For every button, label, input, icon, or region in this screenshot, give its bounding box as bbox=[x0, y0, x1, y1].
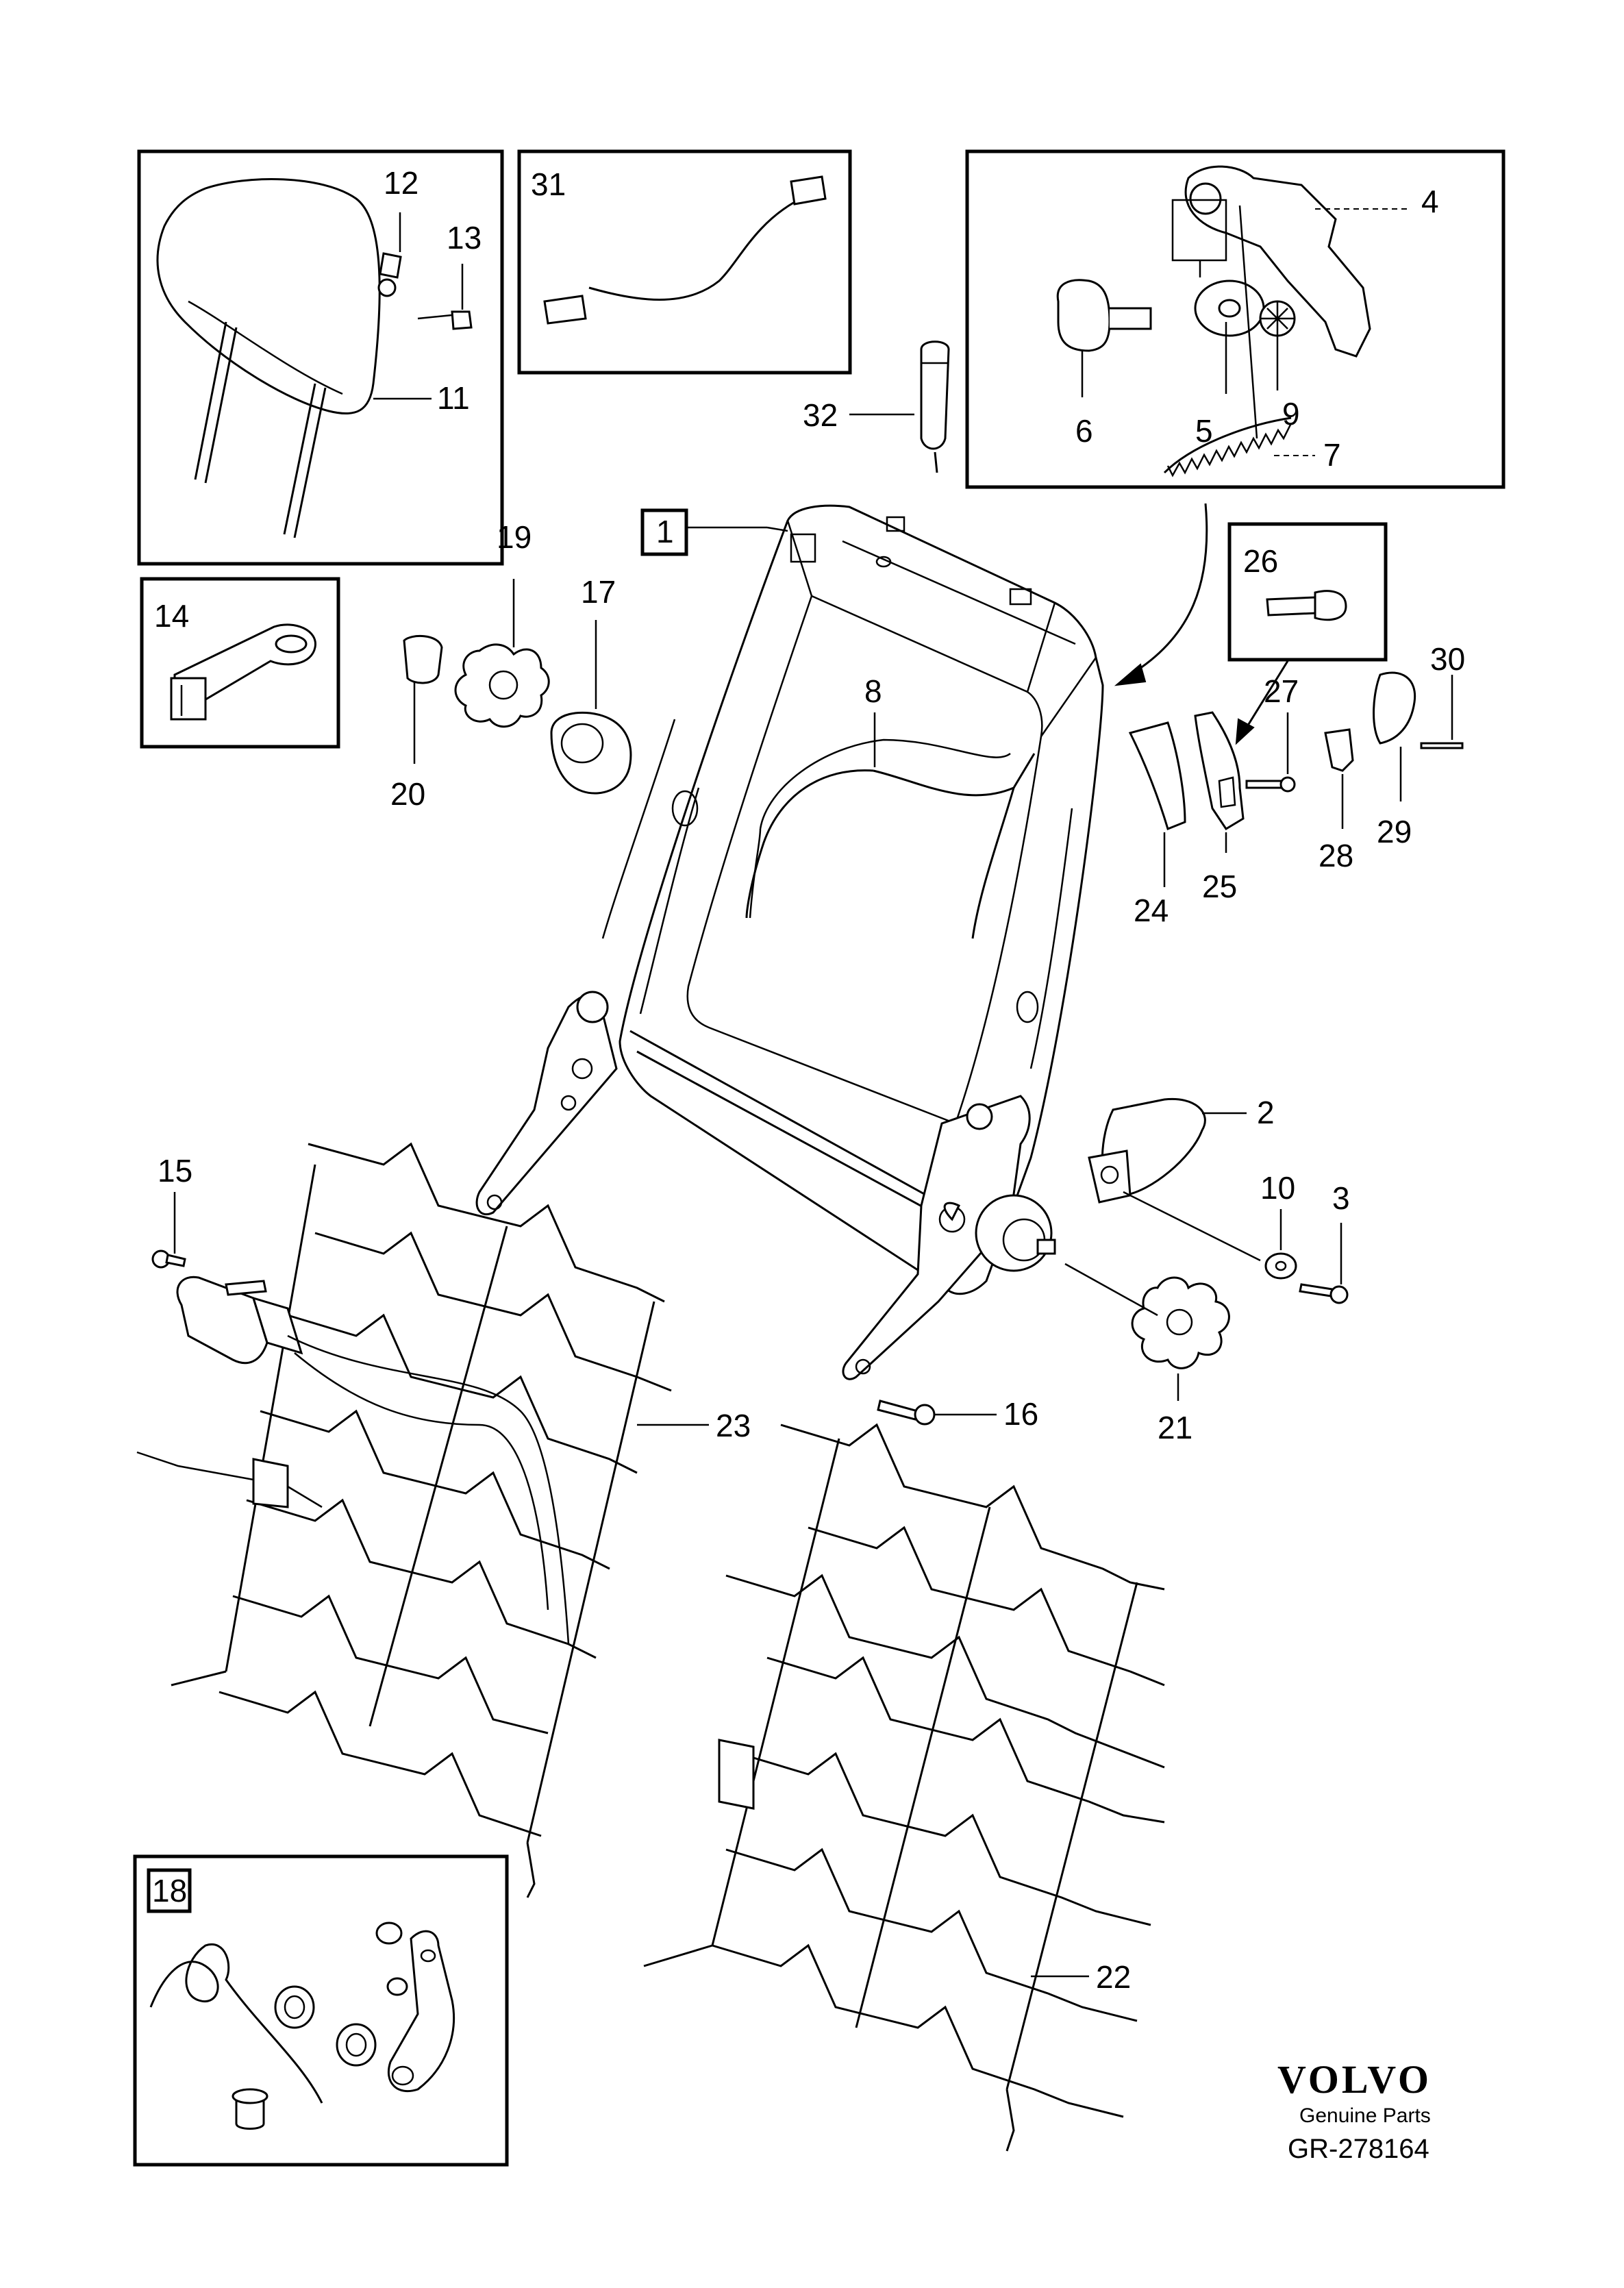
volvo-logo: VOLVO bbox=[1277, 2057, 1432, 2102]
part-31-drawing bbox=[543, 175, 827, 325]
label-12: 12 bbox=[384, 165, 419, 201]
recliner-drawing bbox=[1056, 165, 1371, 477]
label-18-box bbox=[147, 1868, 192, 1913]
recliner-inset-frame bbox=[965, 149, 1506, 489]
label-31: 31 bbox=[531, 166, 566, 202]
knob-set-17-19-20: 19 17 20 bbox=[390, 519, 632, 812]
part-8: 8 bbox=[745, 673, 1036, 939]
headrest-inset-frame bbox=[137, 149, 504, 566]
brand-block: VOLVO Genuine Parts GR-278164 bbox=[1277, 2057, 1432, 2164]
label-1-box bbox=[640, 508, 688, 556]
seat-back-frame: 1 bbox=[475, 504, 1104, 1380]
inset-31: 31 bbox=[517, 149, 852, 375]
part-23-lumbar-support: 23 bbox=[136, 1142, 751, 1898]
label-17: 17 bbox=[581, 574, 616, 610]
label-3: 3 bbox=[1332, 1180, 1350, 1216]
genuine-parts-tagline: Genuine Parts bbox=[1299, 2104, 1431, 2127]
label-5: 5 bbox=[1195, 413, 1213, 449]
part-32: 32 bbox=[803, 340, 950, 473]
part-22-lumbar-support: 22 bbox=[643, 1423, 1165, 2152]
part-14-drawing bbox=[170, 623, 316, 721]
label-13: 13 bbox=[447, 220, 482, 256]
label-2: 2 bbox=[1257, 1095, 1275, 1130]
headrest-drawing bbox=[156, 177, 473, 538]
parts-2-3-10: 2 10 3 bbox=[1088, 1095, 1350, 1304]
headrest-inset: 12 13 11 bbox=[137, 149, 504, 566]
label-29: 29 bbox=[1377, 814, 1412, 849]
label-26: 26 bbox=[1243, 543, 1278, 579]
label-1: 1 bbox=[656, 514, 674, 549]
label-10: 10 bbox=[1260, 1170, 1295, 1206]
inset-18-frame bbox=[133, 1854, 509, 2167]
label-15: 15 bbox=[158, 1153, 192, 1189]
recliner-arrow bbox=[1114, 503, 1208, 686]
label-22: 22 bbox=[1096, 1959, 1131, 1995]
label-28: 28 bbox=[1319, 838, 1353, 873]
part-15: 15 bbox=[151, 1153, 192, 1269]
label-27: 27 bbox=[1264, 673, 1299, 709]
inset-26-frame bbox=[1227, 522, 1388, 662]
lumbar-motor bbox=[136, 1276, 570, 1645]
label-6: 6 bbox=[1075, 413, 1093, 449]
inset-14: 14 bbox=[140, 577, 340, 749]
label-30: 30 bbox=[1430, 641, 1465, 677]
label-14: 14 bbox=[154, 598, 189, 634]
label-8: 8 bbox=[864, 673, 882, 709]
parts-16-21: 21 16 bbox=[877, 1263, 1230, 1445]
label-32: 32 bbox=[803, 397, 838, 433]
part-26-drawing bbox=[1266, 590, 1347, 621]
label-20: 20 bbox=[390, 776, 425, 812]
label-18: 18 bbox=[152, 1873, 187, 1908]
label-11: 11 bbox=[437, 380, 470, 416]
inset-18: 18 bbox=[133, 1854, 509, 2167]
label-16: 16 bbox=[1003, 1396, 1038, 1432]
label-7: 7 bbox=[1323, 437, 1341, 473]
label-19: 19 bbox=[497, 519, 532, 555]
label-4: 4 bbox=[1421, 184, 1439, 219]
inset-26: 26 bbox=[1227, 522, 1388, 745]
inset-14-frame bbox=[140, 577, 340, 749]
label-9: 9 bbox=[1282, 396, 1300, 432]
label-21: 21 bbox=[1158, 1410, 1192, 1445]
recliner-inset: 4 6 5 9 7 bbox=[965, 149, 1506, 489]
part-18-drawing bbox=[149, 1922, 455, 2130]
label-25: 25 bbox=[1202, 869, 1237, 904]
trim-parts-right: 24 25 27 28 29 30 bbox=[1128, 641, 1465, 928]
diagram-reference: GR-278164 bbox=[1288, 2134, 1429, 2164]
label-23: 23 bbox=[716, 1408, 751, 1443]
inset-31-frame bbox=[517, 149, 852, 375]
label-24: 24 bbox=[1134, 893, 1169, 928]
